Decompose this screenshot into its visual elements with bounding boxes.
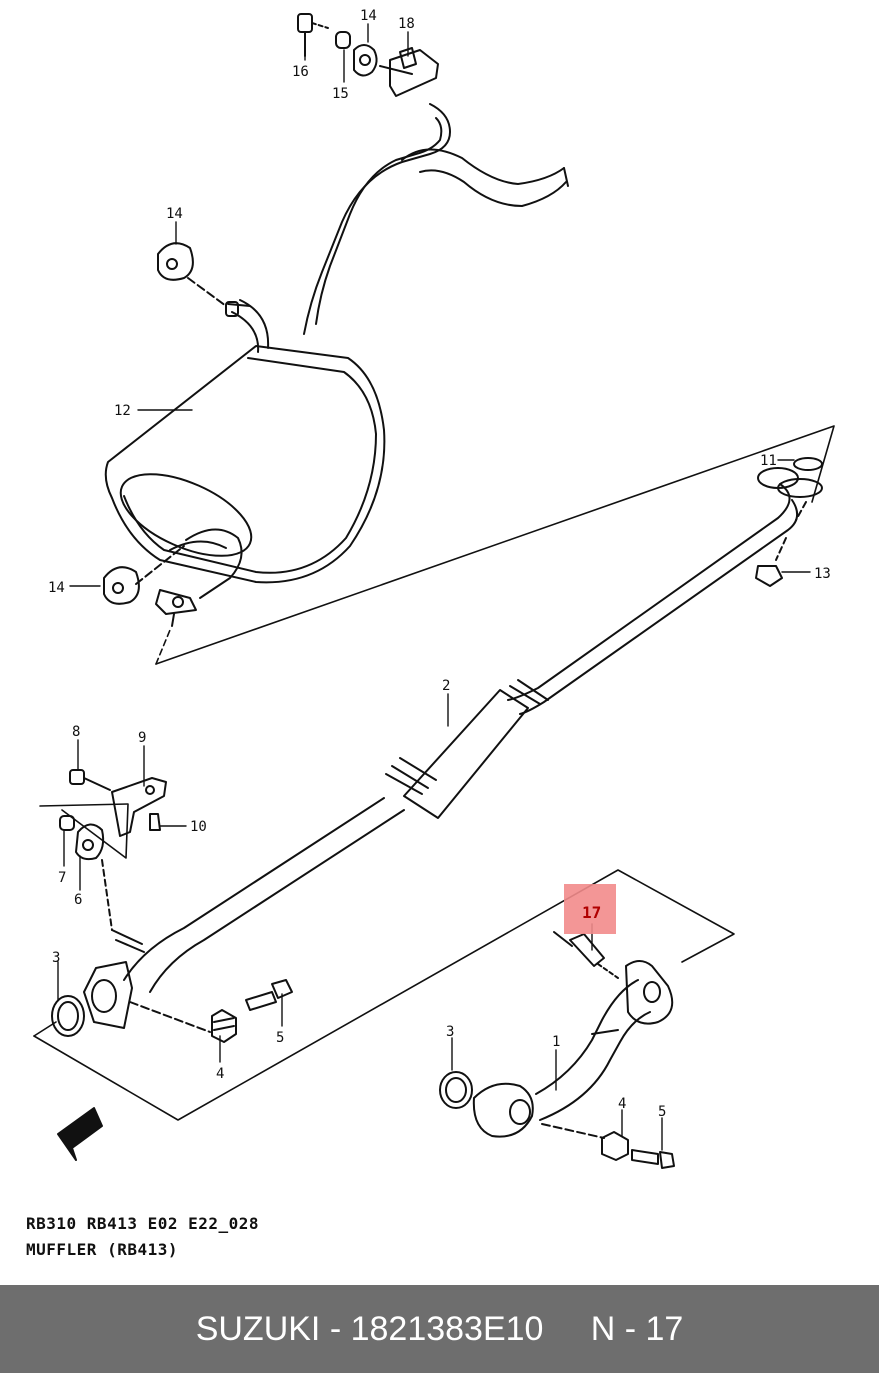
callout-5-left: 5 — [276, 1030, 284, 1046]
muffler — [104, 299, 386, 627]
callout-9: 9 — [138, 730, 146, 746]
callout-17-highlighted: 17 — [582, 903, 601, 922]
callout-14-upper: 14 — [166, 206, 183, 222]
spring-4-left — [211, 1009, 237, 1043]
callout-1: 1 — [552, 1034, 560, 1050]
rear-hanger-assembly — [297, 13, 439, 97]
callout-16: 16 — [292, 64, 309, 80]
callout-10: 10 — [190, 819, 207, 835]
diagram-title-caption: MUFFLER (RB413) — [26, 1240, 178, 1259]
callout-7: 7 — [58, 870, 66, 886]
callout-5-right: 5 — [658, 1104, 666, 1120]
footer-part-number: SUZUKI - 1821383E10 N - 17 — [195, 1309, 684, 1348]
rubber-hanger-upper — [157, 242, 227, 307]
gasket-11 — [793, 457, 823, 471]
diagram-code-caption: RB310 RB413 E02 E22_028 — [26, 1214, 260, 1233]
center-pipe — [83, 467, 823, 1029]
nut-13 — [755, 501, 807, 587]
callout-8: 8 — [72, 724, 80, 740]
spring-4-right — [601, 1131, 629, 1161]
callout-3-left: 3 — [52, 950, 60, 966]
gasket-3-left — [51, 995, 85, 1037]
callout-15: 15 — [332, 86, 349, 102]
callout-14-top: 14 — [360, 8, 377, 24]
callout-14-lower: 14 — [48, 580, 65, 596]
callout-12: 12 — [114, 403, 131, 419]
rubber-hanger-lower — [103, 545, 185, 605]
gasket-3-right — [439, 1071, 473, 1109]
callout-11: 11 — [760, 453, 777, 469]
hanger-bracket-assembly — [39, 769, 167, 953]
callout-18: 18 — [398, 16, 415, 32]
callout-13: 13 — [814, 566, 831, 582]
callout-2: 2 — [442, 678, 450, 694]
tail-pipe — [303, 103, 569, 335]
callout-3-right: 3 — [446, 1024, 454, 1040]
highlight-box — [564, 884, 616, 934]
bolt-5-left — [245, 979, 293, 1011]
footer-bar: SUZUKI - 1821383E10 N - 17 — [0, 1285, 879, 1373]
front-pipe — [472, 960, 674, 1138]
callout-6: 6 — [74, 892, 82, 908]
front-direction-arrow — [57, 1107, 103, 1161]
exhaust-parts-diagram: 16 14 18 15 14 12 14 11 13 2 8 9 10 7 6 … — [33, 8, 835, 1169]
oxygen-sensor-17 — [553, 931, 619, 979]
callout-4-right: 4 — [618, 1096, 626, 1112]
callout-4-left: 4 — [216, 1066, 224, 1082]
bolt-5-right — [631, 1149, 675, 1169]
